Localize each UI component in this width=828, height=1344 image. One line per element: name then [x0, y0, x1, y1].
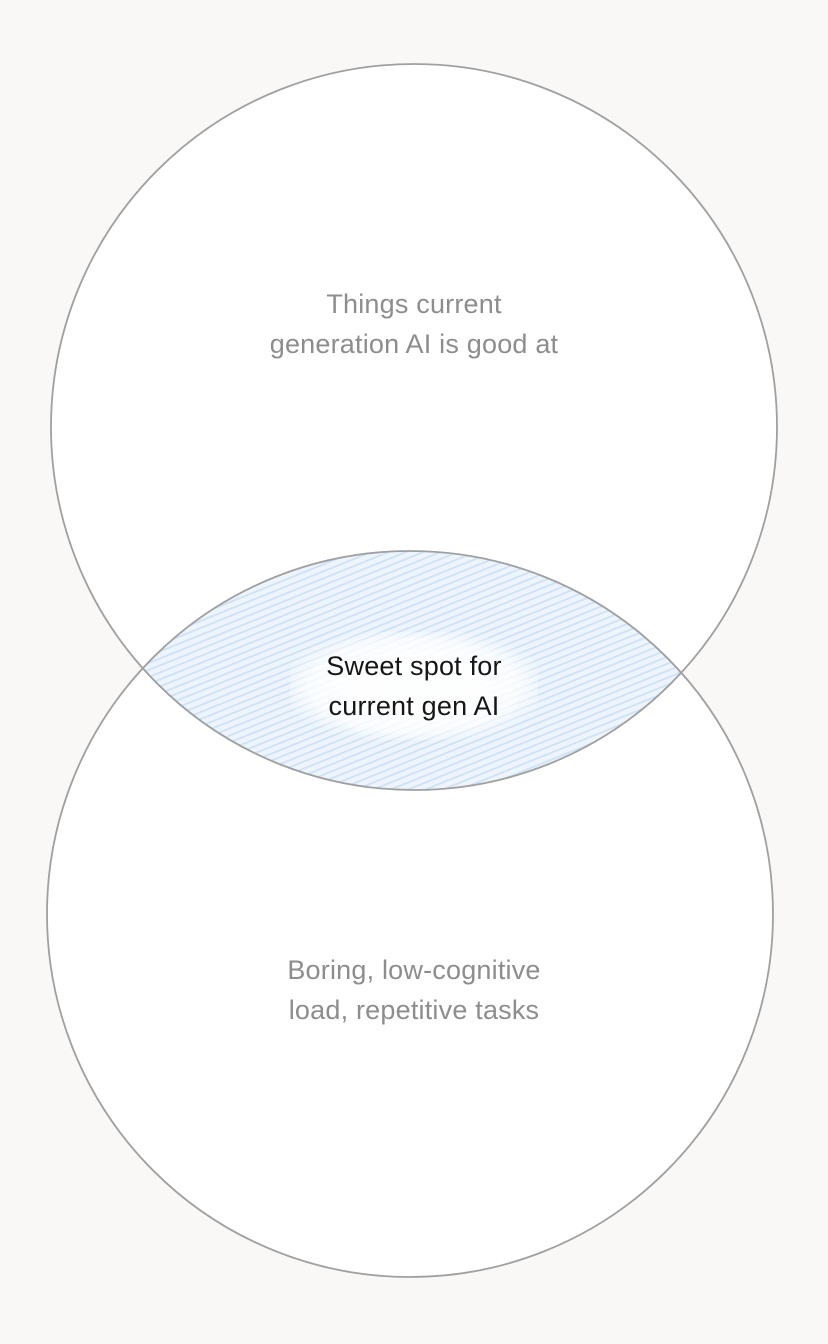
intersection-label-line-1: Sweet spot for	[326, 651, 502, 681]
top-circle-outline	[50, 63, 778, 791]
intersection-label: Sweet spot for current gen AI	[114, 632, 714, 740]
intersection-label-halo: Sweet spot for current gen AI	[290, 632, 538, 740]
bottom-circle-label: Boring, low-cognitive load, repetitive t…	[114, 950, 714, 1030]
bottom-circle-label-line-1: Boring, low-cognitive	[287, 955, 541, 985]
top-circle-label-line-1: Things current	[326, 289, 502, 319]
bottom-circle-label-line-2: load, repetitive tasks	[288, 995, 540, 1025]
top-circle-label-line-2: generation AI is good at	[269, 329, 559, 359]
bottom-circle-outline	[46, 550, 774, 1278]
intersection-label-line-2: current gen AI	[328, 691, 500, 721]
top-circle-label: Things current generation AI is good at	[114, 284, 714, 364]
